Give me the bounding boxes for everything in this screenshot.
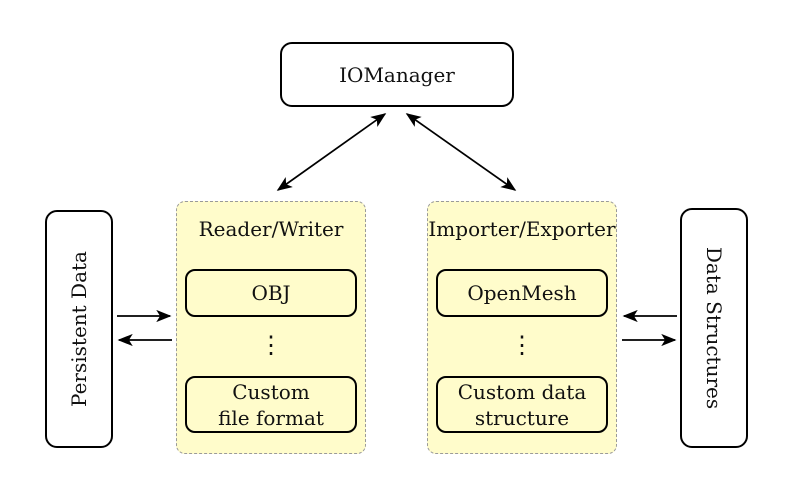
custom-file-format-line2: file format bbox=[218, 405, 324, 430]
io-manager-box: IOManager bbox=[280, 42, 514, 107]
custom-data-structure-line2: structure bbox=[474, 405, 570, 430]
persistent-data-label: Persistent Data bbox=[67, 251, 92, 407]
obj-label: OBJ bbox=[251, 281, 291, 305]
data-structures-label: Data Structures bbox=[702, 246, 726, 410]
reader-writer-panel: Reader/Writer OBJ ⋮ Custom file format bbox=[176, 201, 366, 454]
importer-exporter-title: Importer/Exporter bbox=[428, 217, 616, 241]
custom-data-structure-box: Custom data structure bbox=[436, 376, 608, 433]
data-structures-box: Data Structures bbox=[680, 208, 748, 448]
custom-file-format-line1: Custom bbox=[232, 379, 310, 404]
custom-data-structure-line1: Custom data bbox=[457, 379, 587, 404]
persistent-data-box: Persistent Data bbox=[45, 210, 113, 448]
io-manager-label: IOManager bbox=[339, 62, 455, 87]
arrow-iomanager-reader-writer-icon bbox=[276, 113, 387, 191]
arrow-iomanager-importer-exporter-icon bbox=[405, 113, 517, 191]
openmesh-box: OpenMesh bbox=[436, 269, 608, 317]
obj-box: OBJ bbox=[185, 269, 357, 317]
importer-exporter-ellipsis: ⋮ bbox=[510, 331, 534, 359]
reader-writer-title: Reader/Writer bbox=[198, 217, 344, 241]
custom-file-format-box: Custom file format bbox=[185, 376, 357, 433]
reader-writer-ellipsis: ⋮ bbox=[259, 331, 283, 359]
openmesh-label: OpenMesh bbox=[467, 281, 577, 305]
importer-exporter-panel: Importer/Exporter OpenMesh ⋮ Custom data… bbox=[427, 201, 617, 454]
